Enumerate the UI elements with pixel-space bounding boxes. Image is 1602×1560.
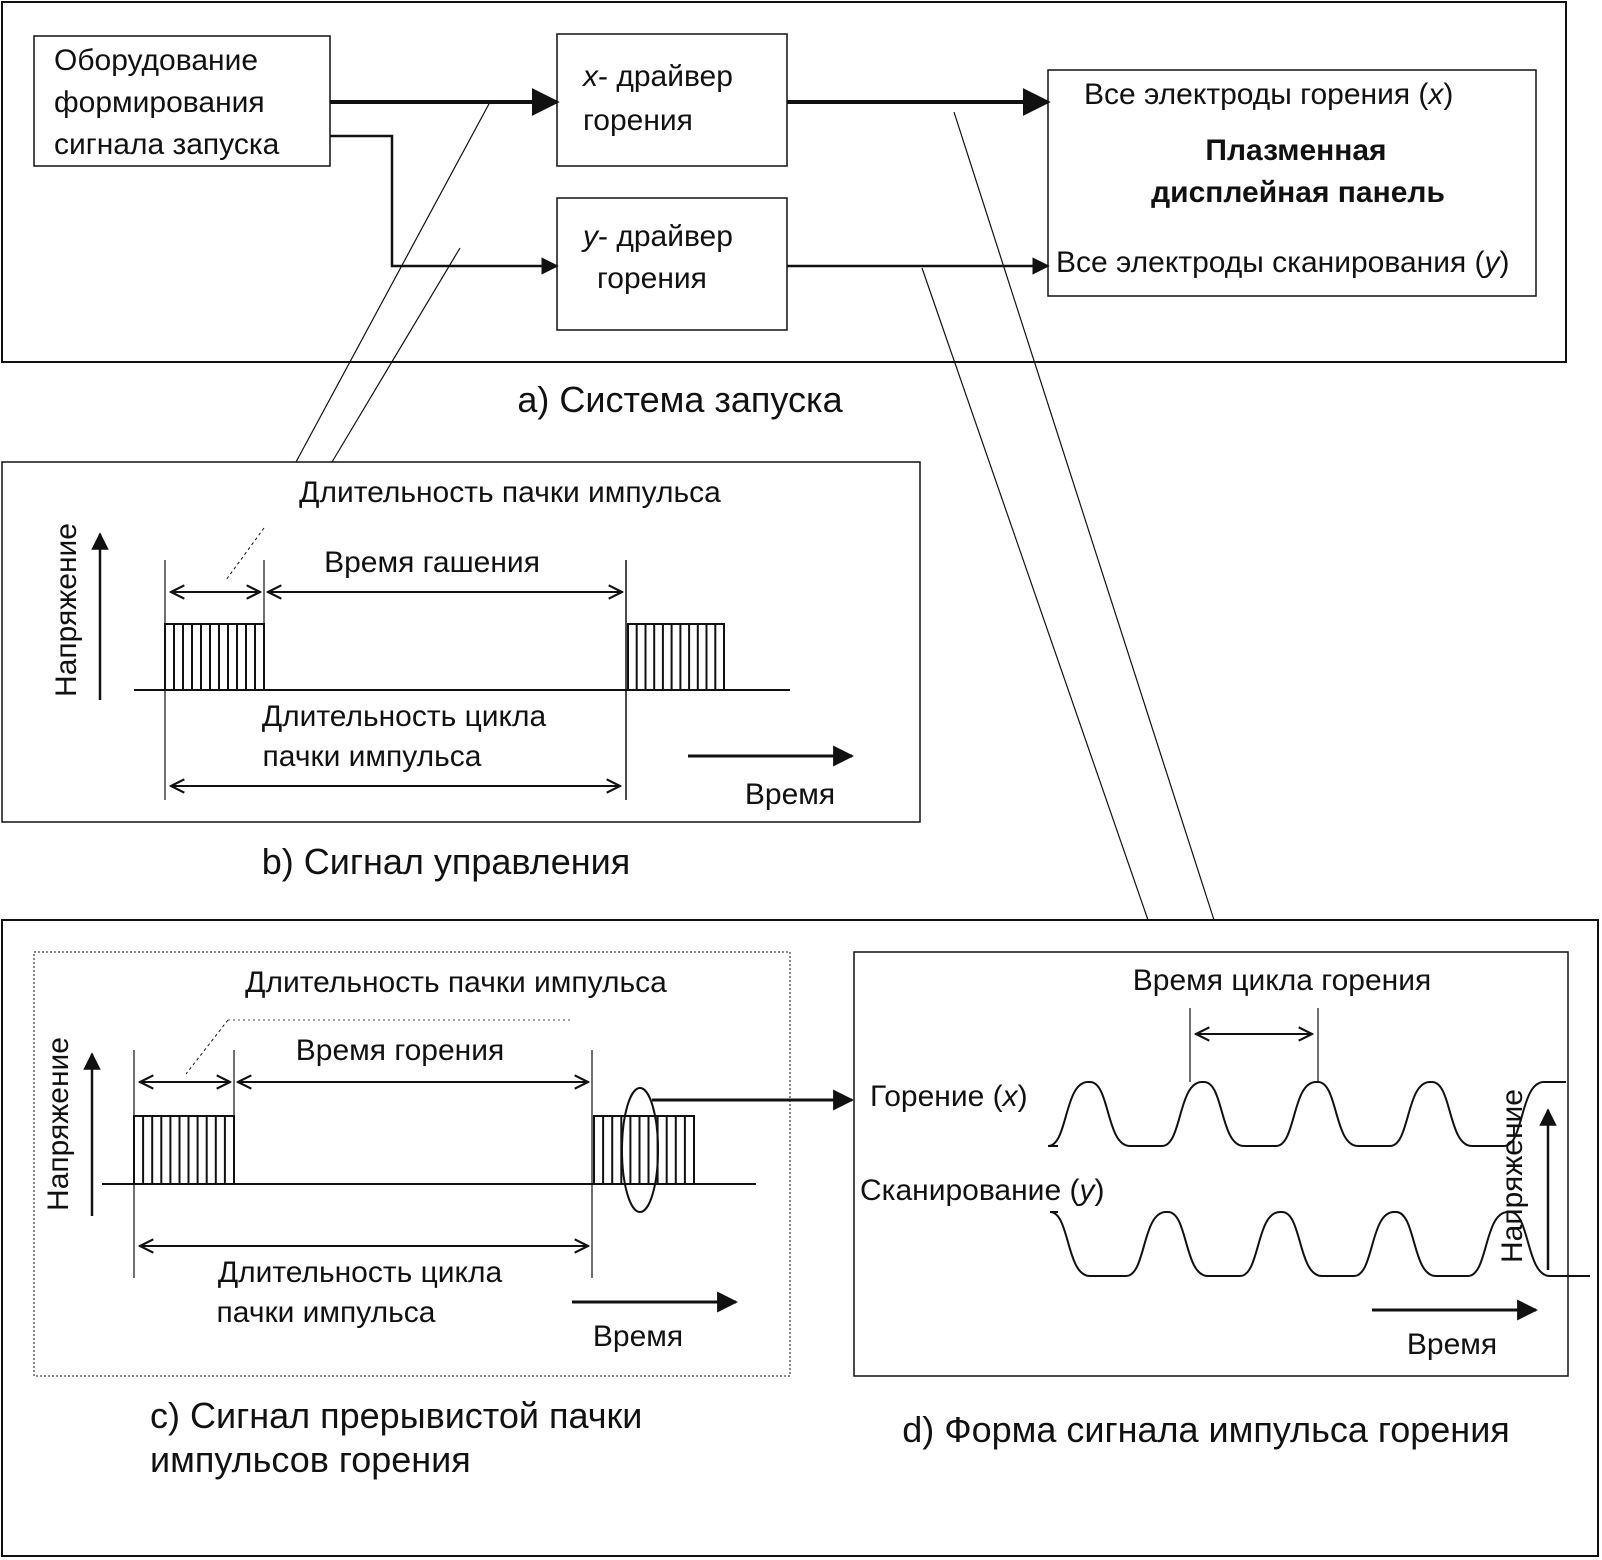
c-burst-2-pulses bbox=[602, 1116, 686, 1184]
panel-title-line-1: Плазменная bbox=[1205, 134, 1386, 167]
zoom-guide-lines bbox=[295, 101, 1215, 921]
section-c-caption-line-2: импульсов горения bbox=[150, 1439, 471, 1480]
c-burst-1-pulses bbox=[142, 1116, 226, 1184]
section-c-caption-line-1: c) Сигнал прерывистой пачки bbox=[150, 1395, 642, 1436]
y-driver-line-2: горения bbox=[597, 262, 707, 295]
section-d-frame bbox=[853, 951, 1569, 1377]
section-d-caption: d) Форма сигнала импульса горения bbox=[902, 1409, 1510, 1450]
section-c-frame bbox=[33, 951, 791, 1377]
section-b-control-signal: Длительность пачки импульса Время гашени… bbox=[1, 461, 921, 882]
b-burst-2 bbox=[627, 623, 725, 691]
section-a-drive-system: Оборудование формирования сигнала запуск… bbox=[1, 1, 1567, 420]
d-time-axis-label: Время bbox=[1407, 1328, 1497, 1361]
guide-line-d-left bbox=[921, 267, 1149, 921]
c-burst-2 bbox=[593, 1115, 695, 1185]
section-a-frame bbox=[1, 1, 1567, 363]
b-burst-duration-label: Длительность пачки импульса bbox=[299, 476, 721, 509]
y-driver-line-1: y- драйвер bbox=[581, 220, 733, 253]
section-b-caption: b) Сигнал управления bbox=[262, 841, 631, 882]
signal-equipment-line-3: сигнала запуска bbox=[54, 128, 280, 161]
b-burst-1 bbox=[164, 623, 265, 691]
b-burst-1-pulses bbox=[173, 624, 256, 690]
x-driver-box bbox=[556, 33, 788, 167]
guide-line-d-right bbox=[953, 111, 1215, 921]
b-cycle-duration-line-2: пачки импульса bbox=[263, 740, 482, 773]
signal-equipment-line-1: Оборудование bbox=[54, 44, 258, 77]
y-electrodes-label: Все электроды сканирования (y) bbox=[1056, 246, 1510, 279]
c-highlight-ellipse bbox=[621, 1087, 659, 1213]
c-on-time-label: Время горения bbox=[296, 1034, 505, 1067]
guide-line-b-left bbox=[295, 101, 491, 463]
plasma-display-panel-box bbox=[1047, 69, 1537, 297]
x-driver-line-1: x- драйвер bbox=[581, 60, 733, 93]
c-leader-line bbox=[185, 1019, 229, 1075]
panel-title-line-2: дисплейная панель bbox=[1151, 176, 1445, 209]
c-cycle-duration-line-1: Длительность цикла bbox=[218, 1256, 503, 1289]
c-cycle-duration-line-2: пачки импульса bbox=[217, 1296, 436, 1329]
d-voltage-axis-label: Напряжение bbox=[1496, 1089, 1529, 1263]
guide-line-b-right bbox=[331, 247, 461, 463]
c-burst-duration-label: Длительность пачки импульса bbox=[245, 966, 667, 999]
c-burst-1 bbox=[133, 1115, 235, 1185]
signal-equipment-line-2: формирования bbox=[54, 86, 265, 119]
b-leader-line bbox=[225, 527, 265, 581]
b-voltage-axis-label: Напряжение bbox=[50, 523, 83, 697]
c-voltage-axis-label: Напряжение bbox=[42, 1037, 75, 1211]
d-scan-y-waveform bbox=[1049, 1211, 1590, 1277]
d-scan-label: Сканирование (y) bbox=[860, 1174, 1104, 1207]
b-time-axis-label: Время bbox=[745, 778, 835, 811]
d-cycle-time-label: Время цикла горения bbox=[1133, 964, 1431, 997]
section-b-frame bbox=[1, 461, 921, 823]
b-burst-2-pulses bbox=[635, 624, 717, 690]
b-off-time-label: Время гашения bbox=[324, 546, 540, 579]
b-cycle-duration-line-1: Длительность цикла bbox=[262, 700, 547, 733]
section-cd-frame bbox=[1, 919, 1599, 1557]
d-burn-label: Горение (x) bbox=[870, 1080, 1028, 1113]
x-electrodes-label: Все электроды горения (x) bbox=[1084, 78, 1453, 111]
c-time-axis-label: Время bbox=[593, 1320, 683, 1353]
equipment-to-y-driver-arrow bbox=[330, 134, 559, 275]
section-a-caption: a) Система запуска bbox=[517, 379, 843, 420]
x-driver-line-2: горения bbox=[583, 104, 693, 137]
section-c-intermittent-burst-signal: Длительность пачки импульса Время горени… bbox=[33, 951, 855, 1480]
d-burn-x-waveform bbox=[1047, 1081, 1566, 1147]
section-d-burn-pulse-waveform: Время цикла горения Горение (x) Сканиров… bbox=[853, 951, 1590, 1450]
